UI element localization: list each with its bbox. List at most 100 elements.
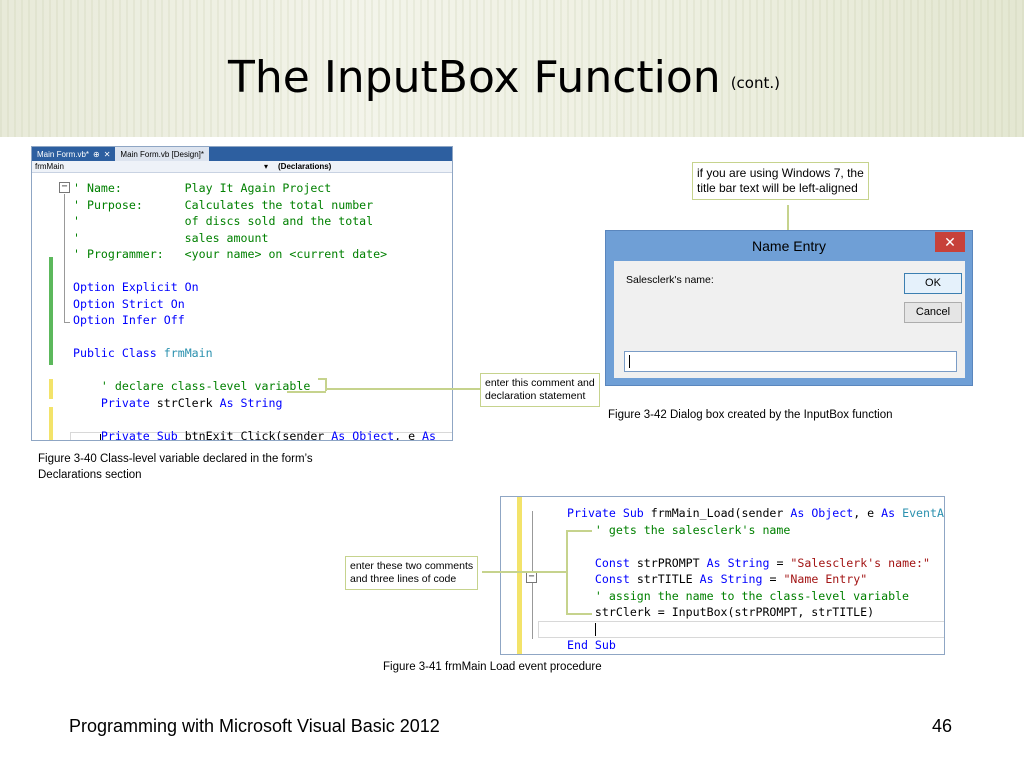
code-line: strClerk = InputBox(strPROMPT, strTITLE) xyxy=(567,604,874,620)
code-line: ' gets the salesclerk's name xyxy=(567,522,790,538)
tab-label: Main Form.vb* xyxy=(37,149,90,159)
outline-guide xyxy=(64,194,65,322)
callout-leader xyxy=(787,205,789,232)
code-token: ' declare class-level variable xyxy=(73,379,311,393)
code-token: strClerk xyxy=(156,395,220,410)
code-token: Const xyxy=(567,572,637,586)
editor-nav-bar: frmMain ▾ (Declarations) xyxy=(32,161,452,173)
code-token: , e xyxy=(853,506,882,520)
class-dropdown[interactable]: frmMain ▾ xyxy=(32,162,274,171)
callout-leader xyxy=(318,378,326,380)
callout-leader xyxy=(566,530,592,532)
collapse-icon[interactable]: − xyxy=(59,182,70,193)
code-line: Const strTITLE As String = "Name Entry" xyxy=(567,571,867,587)
code-line: Private Sub btnExit_Click(sender As Obje… xyxy=(73,428,436,441)
code-token: Private Sub xyxy=(567,506,651,520)
callout-windows7: if you are using Windows 7, the title ba… xyxy=(692,162,869,200)
close-icon[interactable]: ✕ xyxy=(103,149,111,159)
code-token: Option Explicit On xyxy=(73,280,199,294)
code-line: ' Name: Play It Again Project xyxy=(73,180,331,196)
text-caret xyxy=(595,623,596,636)
code-token: strClerk = InputBox(strPROMPT, strTITLE) xyxy=(567,605,875,619)
title-band xyxy=(0,0,1024,137)
code-line: End Sub xyxy=(567,637,616,653)
code-token: ' of discs sold and the total xyxy=(73,214,374,228)
code-line: Private strClerk As String xyxy=(73,395,283,411)
change-marker-unsaved xyxy=(49,379,53,399)
tab-label: Main Form.vb [Design]* xyxy=(120,149,205,159)
text-caret xyxy=(100,434,101,440)
outline-guide xyxy=(64,322,70,323)
ok-button[interactable]: OK xyxy=(904,273,962,294)
code-line: Private Sub frmMain_Load(sender As Objec… xyxy=(567,505,944,521)
code-token: ' Programmer: <your name> on <current da… xyxy=(73,247,388,261)
code-token: Object xyxy=(811,506,854,520)
footer-book-title: Programming with Microsoft Visual Basic … xyxy=(69,716,440,736)
dialog-body: Salesclerk's name: OK Cancel xyxy=(614,261,965,378)
text-caret xyxy=(629,355,630,368)
code-token: As xyxy=(706,555,728,570)
code-line: ' Programmer: <your name> on <current da… xyxy=(73,246,387,262)
dialog-prompt: Salesclerk's name: xyxy=(626,274,714,286)
code-token: btnExit_Click(sender xyxy=(184,428,332,441)
slide-title-suffix: (cont.) xyxy=(730,74,780,92)
code-token: ' sales amount xyxy=(73,230,269,245)
callout-leader xyxy=(325,378,327,391)
code-area[interactable]: − Private Sub frmMain_Load(sender As Obj… xyxy=(501,497,944,654)
code-token: ' assign the name to the class-level var… xyxy=(567,588,910,603)
code-line: ' of discs sold and the total xyxy=(73,213,373,229)
cancel-button[interactable]: Cancel xyxy=(904,302,962,323)
code-line: Option Explicit On xyxy=(73,279,199,295)
page-number: 46 xyxy=(932,716,953,736)
code-token: "Name Entry" xyxy=(783,572,868,586)
slide-title: The InputBox Function (cont.) xyxy=(228,52,780,103)
callout-leader xyxy=(287,391,326,393)
callout-leader xyxy=(566,530,568,614)
change-marker-unsaved xyxy=(49,407,53,440)
code-token: frmMain xyxy=(163,346,213,360)
code-line: Option Infer Off xyxy=(73,312,185,328)
code-token: As xyxy=(790,506,812,520)
close-button[interactable]: ✕ xyxy=(935,232,965,252)
tab-main-form-vb[interactable]: Main Form.vb* ⊕ ✕ xyxy=(32,147,116,161)
callout-two-comments: enter these two comments and three lines… xyxy=(345,556,479,590)
code-line: Public Class frmMain xyxy=(73,345,213,361)
member-dropdown[interactable]: (Declarations) xyxy=(274,162,331,171)
code-line: Const strPROMPT As String = "Salesclerk'… xyxy=(567,555,930,571)
code-token: Private Sub xyxy=(73,428,185,441)
code-token: = xyxy=(769,572,784,586)
collapse-icon[interactable]: − xyxy=(526,572,537,583)
caption-figure-3-41: Figure 3-41 frmMain Load event procedure xyxy=(383,661,602,673)
caption-figure-3-42: Figure 3-42 Dialog box created by the In… xyxy=(608,409,893,421)
code-line: ' assign the name to the class-level var… xyxy=(567,588,909,604)
code-token: As xyxy=(881,506,903,520)
code-token: Private xyxy=(73,395,157,410)
editor-tab-bar: Main Form.vb* ⊕ ✕ Main Form.vb [Design]* xyxy=(32,147,452,161)
callout-text: enter this comment and declaration state… xyxy=(485,377,595,402)
change-marker-saved xyxy=(49,257,53,365)
current-line-highlight xyxy=(538,621,944,638)
callout-declaration: enter this comment and declaration state… xyxy=(480,373,600,407)
code-token: frmMain_Load(sender xyxy=(650,506,791,520)
code-line: ' sales amount xyxy=(73,230,268,246)
code-token: String xyxy=(720,572,770,586)
code-token: Object xyxy=(352,428,395,441)
code-line: Option Strict On xyxy=(73,296,185,312)
code-token: "Salesclerk's name:" xyxy=(790,555,931,570)
caption-figure-3-40: Figure 3-40 Class-level variable declare… xyxy=(38,453,313,481)
callout-leader xyxy=(325,388,481,390)
inputbox-dialog: Name Entry ✕ Salesclerk's name: OK Cance… xyxy=(605,230,973,386)
callout-leader xyxy=(566,613,592,615)
code-line: ' Purpose: Calculates the total number xyxy=(73,197,373,213)
dialog-text-input[interactable] xyxy=(624,351,957,372)
code-token: ' gets the salesclerk's name xyxy=(567,522,791,537)
code-token: strPROMPT xyxy=(636,555,707,570)
slide-title-text: The InputBox Function xyxy=(228,52,721,103)
current-line-highlight xyxy=(70,432,452,440)
code-token: ' Purpose: Calculates the total number xyxy=(73,197,374,212)
dialog-title: Name Entry xyxy=(752,238,826,254)
tab-main-form-design[interactable]: Main Form.vb [Design]* xyxy=(115,147,210,161)
pin-icon[interactable]: ⊕ xyxy=(93,149,100,159)
code-token: Const xyxy=(567,555,637,570)
close-icon: ✕ xyxy=(944,234,956,250)
